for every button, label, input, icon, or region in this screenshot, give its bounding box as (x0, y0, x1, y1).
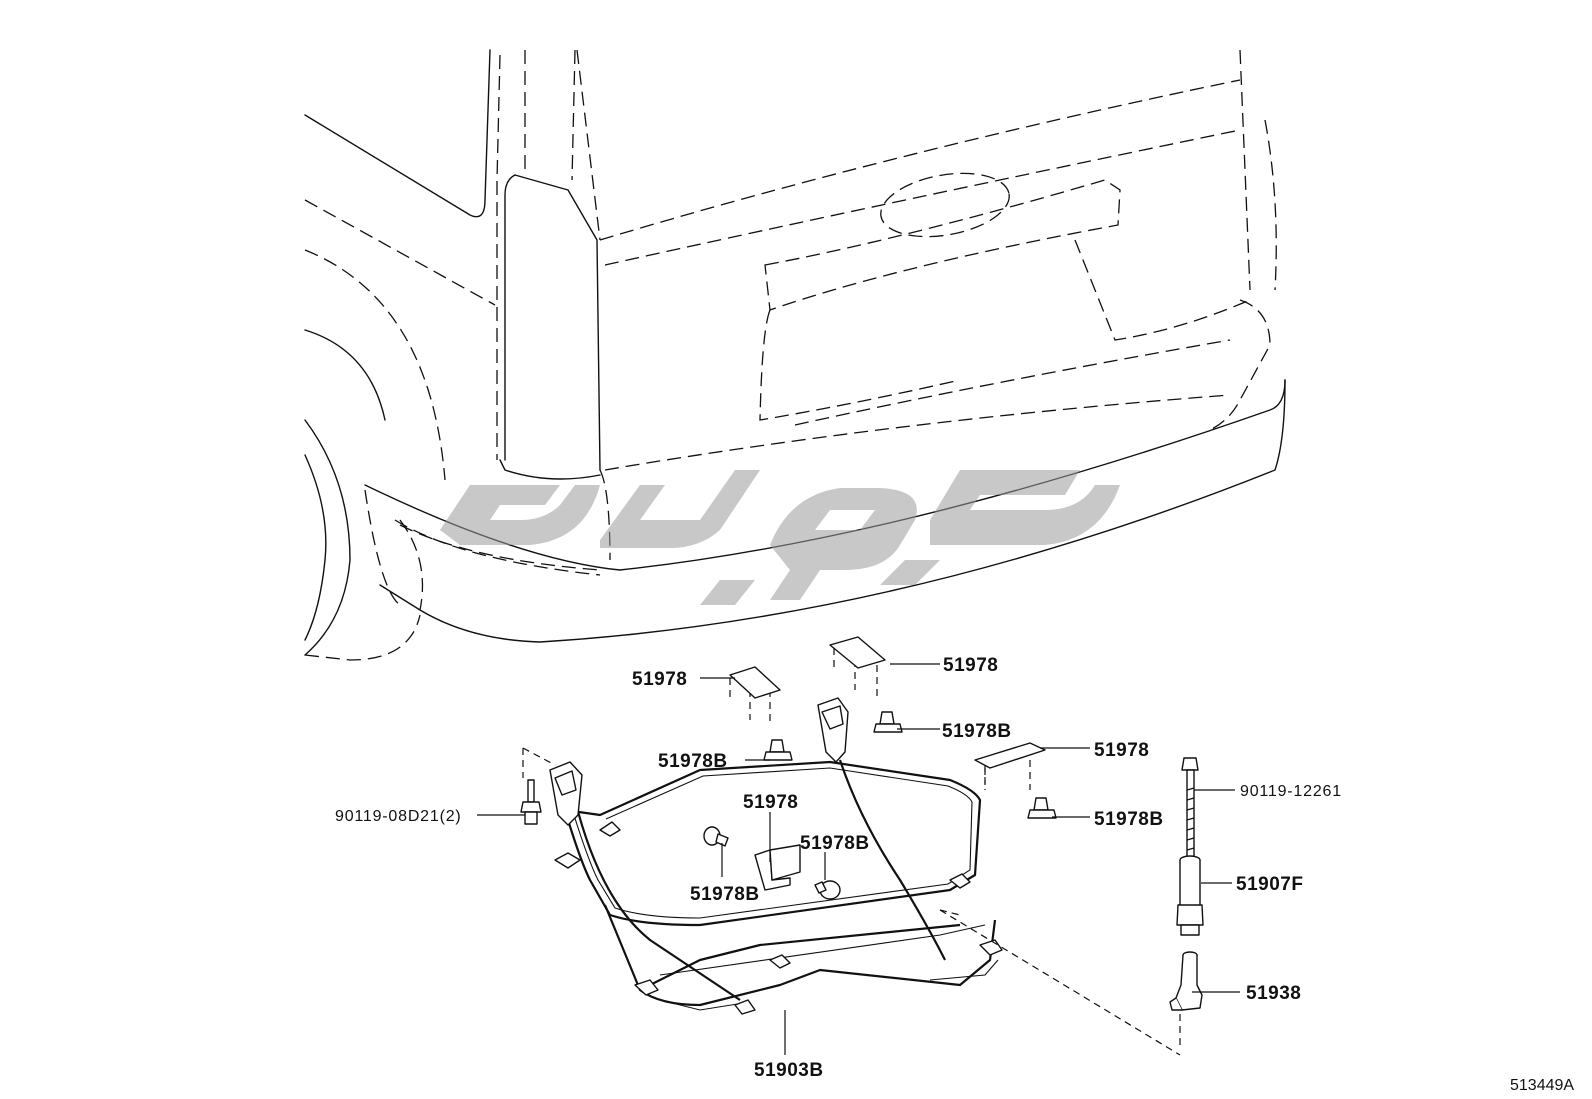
label-spacer: 51907F (1236, 874, 1303, 895)
bracket-51978-top (829, 636, 886, 670)
label-support: 51938 (1246, 983, 1301, 1004)
label-clip-right: 51978B (1094, 809, 1164, 830)
label-clip-center-right: 51978B (800, 833, 870, 854)
bolt-90119-12261 (1181, 757, 1199, 861)
label-clip-left: 51978B (658, 751, 728, 772)
part-labels: 51978 51978B 51978 51978B 51978 51978B 5… (335, 655, 1574, 1094)
bracket-51978-center (754, 844, 801, 891)
leader-lines (477, 663, 1240, 1055)
clip-51978b-center-left (703, 826, 729, 847)
bracket-51978-left (729, 666, 781, 700)
label-bracket-left: 51978 (632, 669, 687, 690)
label-bracket-right: 51978 (1094, 740, 1149, 761)
spare-tire-carrier-frame (554, 759, 1003, 1015)
label-clip-top: 51978B (942, 721, 1012, 742)
clip-51978b-center-right (814, 880, 841, 900)
spacer-51907f (1176, 855, 1204, 936)
frame-hook-right (817, 697, 849, 763)
clip-51978b-right (1027, 797, 1057, 819)
figure-id: 513449A (1510, 1077, 1574, 1094)
frame-hook-left (549, 761, 583, 826)
support-51938 (1169, 951, 1203, 1011)
bracket-51978-right (974, 742, 1046, 785)
vehicle-rear-body (304, 49, 1286, 661)
label-frame: 51903B (754, 1060, 824, 1081)
clip-51978b-left (763, 739, 793, 761)
label-clip-center-left: 51978B (690, 884, 760, 905)
label-bolt-right: 90119-12261 (1240, 783, 1342, 800)
clip-51978b-top (873, 711, 903, 733)
watermark-logo (440, 470, 1120, 605)
label-bolt-left: 90119-08D21(2) (335, 808, 462, 825)
label-bracket-top: 51978 (943, 655, 998, 676)
assembly-guide-lines (522, 660, 1181, 1056)
label-bracket-center: 51978 (743, 792, 798, 813)
bolt-90119-08d21 (520, 779, 542, 825)
